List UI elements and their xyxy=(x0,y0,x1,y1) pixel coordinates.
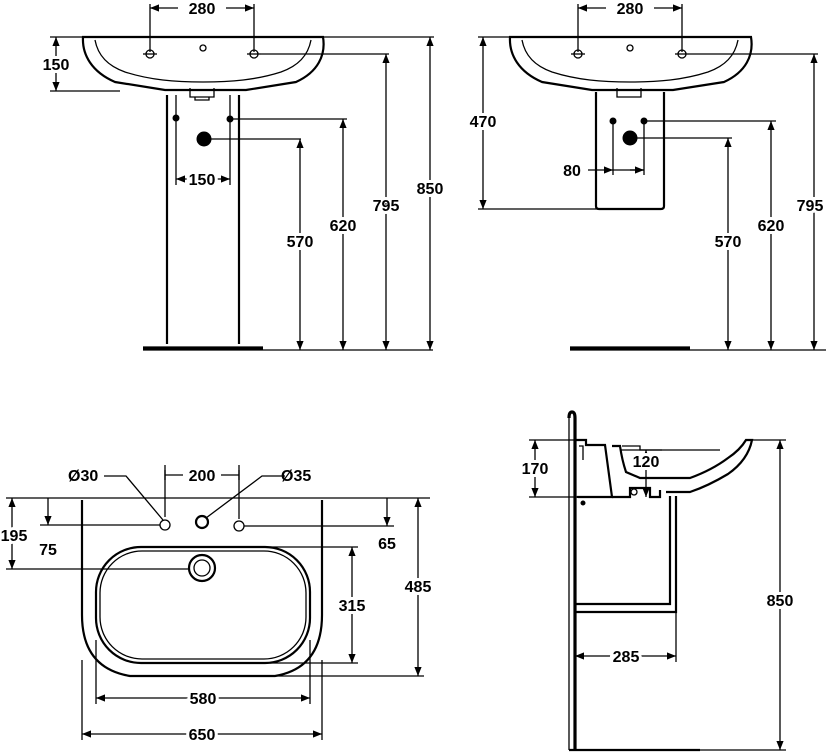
dim-inlet-height-2: 620 xyxy=(758,218,785,235)
waste-outlet-2 xyxy=(622,130,732,146)
dim-tap-spacing: 280 xyxy=(189,1,216,18)
dim-pedestal-height: 470 xyxy=(470,114,497,131)
waste-outlet xyxy=(196,131,301,147)
dim-hole-right-diameter: Ø35 xyxy=(281,468,311,485)
bowl-outline xyxy=(94,545,312,665)
dim-pipe-spacing: 150 xyxy=(189,172,216,189)
pipe-right xyxy=(226,115,347,123)
dim-pipe-spacing-2: 80 xyxy=(563,163,581,180)
dim-offset-right: 65 xyxy=(378,536,396,553)
front-semi-pedestal-view: 280 470 80 570 620 795 xyxy=(467,1,826,351)
pipe-left-2 xyxy=(609,117,617,125)
wall-fixing xyxy=(580,500,586,506)
basin-section xyxy=(575,438,754,499)
pipe-left xyxy=(172,114,180,122)
dim-tap-height: 795 xyxy=(373,198,400,215)
dim-bowl-width: 580 xyxy=(190,691,217,708)
pipe-right-2 xyxy=(640,117,648,125)
dim-pipe-height-2: 570 xyxy=(715,234,742,251)
tap-hole-top-left xyxy=(159,519,171,531)
basin-outline-2 xyxy=(508,35,753,98)
basin-top-outline xyxy=(80,500,324,678)
dim-hole-left-diameter: Ø30 xyxy=(68,468,98,485)
dim-offset-left: 75 xyxy=(39,542,57,559)
wall xyxy=(567,410,700,752)
dim-total-height: 850 xyxy=(417,181,444,198)
front-pedestal-view: 280 150 150 570 620 795 850 xyxy=(40,1,446,351)
overflow-hole xyxy=(187,553,217,583)
dim-total-width: 650 xyxy=(189,727,216,744)
semi-pedestal xyxy=(594,92,666,211)
dim-depth-to-holes: 195 xyxy=(1,528,28,545)
dim-bowl-height: 150 xyxy=(43,57,70,74)
dim-tap-spacing-2: 280 xyxy=(617,1,644,18)
siphon xyxy=(575,486,678,614)
dim-side-total-height: 850 xyxy=(767,593,794,610)
dim-projection: 285 xyxy=(613,649,640,666)
tap-hole-top-right xyxy=(233,520,245,532)
tap-hole-center xyxy=(199,44,207,52)
tap-hole-top-center xyxy=(194,514,210,530)
top-view: Ø30 Ø35 200 195 75 65 315 485 xyxy=(0,465,434,747)
dim-total-depth: 485 xyxy=(405,579,432,596)
dim-hole-spacing: 200 xyxy=(189,468,216,485)
dim-waste-height: 120 xyxy=(633,454,660,471)
dim-pipe-height: 570 xyxy=(287,234,314,251)
dim-inlet-height: 620 xyxy=(330,218,357,235)
dim-bowl-depth: 315 xyxy=(339,598,366,615)
basin-outline xyxy=(81,35,325,101)
dim-side-bowl-depth: 170 xyxy=(522,461,549,478)
tap-hole-center-2 xyxy=(626,44,634,52)
pedestal xyxy=(165,95,241,344)
side-view: 170 120 285 850 xyxy=(519,410,796,752)
dim-tap-height-2: 795 xyxy=(797,198,824,215)
